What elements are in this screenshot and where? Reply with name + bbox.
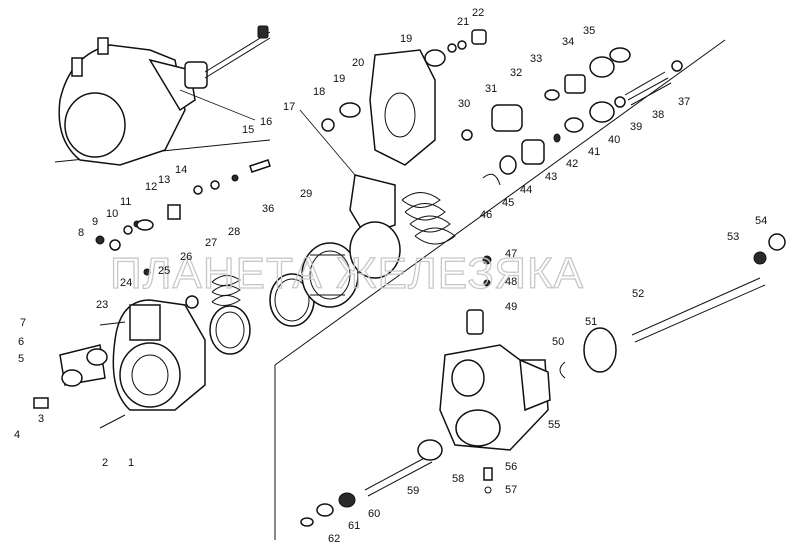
callout-48: 48 (505, 276, 517, 288)
callout-30: 30 (458, 98, 470, 110)
callout-24: 24 (120, 277, 132, 289)
callout-50: 50 (552, 336, 564, 348)
control-housing (300, 233, 786, 527)
assembled-booster (58, 25, 271, 166)
callout-49: 49 (505, 301, 517, 313)
callout-32: 32 (510, 67, 522, 79)
callout-16: 16 (260, 116, 272, 128)
callout-28: 28 (228, 226, 240, 238)
callout-27: 27 (205, 237, 217, 249)
callout-13: 13 (158, 174, 170, 186)
callout-4: 4 (14, 429, 20, 441)
callout-44: 44 (520, 184, 532, 196)
lower-housing (33, 268, 206, 429)
callout-1: 1 (128, 457, 134, 469)
callout-10: 10 (106, 208, 118, 220)
fastener-chain (95, 159, 271, 251)
callout-46: 46 (480, 209, 492, 221)
callout-17: 17 (283, 101, 295, 113)
diaphragm-assembly (299, 49, 456, 279)
callout-36: 36 (262, 203, 274, 215)
callout-6: 6 (18, 336, 24, 348)
callout-58: 58 (452, 473, 464, 485)
callout-5: 5 (18, 353, 24, 365)
callout-15: 15 (242, 124, 254, 136)
callout-26: 26 (180, 251, 192, 263)
callout-29: 29 (300, 188, 312, 200)
callout-55: 55 (548, 419, 560, 431)
callout-38: 38 (652, 109, 664, 121)
callout-19a: 19 (333, 73, 345, 85)
callout-11: 11 (120, 196, 131, 208)
callout-61: 61 (348, 520, 360, 532)
callout-35: 35 (583, 25, 595, 37)
callout-8: 8 (78, 227, 84, 239)
callout-54: 54 (755, 215, 767, 227)
callout-14: 14 (175, 164, 187, 176)
callout-23: 23 (96, 299, 108, 311)
spring-set-left (209, 273, 315, 355)
callout-52: 52 (632, 288, 644, 300)
callout-41: 41 (588, 146, 600, 158)
callout-21: 21 (457, 16, 469, 28)
watermark: ПЛАНЕТА ЖЕЛЕЗЯКА (110, 249, 584, 298)
callout-33: 33 (530, 53, 542, 65)
callout-42: 42 (566, 158, 578, 170)
callout-labels: 1 2 3 4 5 6 7 8 9 10 11 12 13 14 15 16 1… (14, 7, 767, 545)
callout-39: 39 (630, 121, 642, 133)
callout-18: 18 (313, 86, 325, 98)
callout-2: 2 (102, 457, 108, 469)
callout-62: 62 (328, 533, 340, 545)
callout-43: 43 (545, 171, 557, 183)
callout-19b: 19 (400, 33, 412, 45)
callout-57: 57 (505, 484, 517, 496)
callout-12: 12 (145, 181, 157, 193)
upper-small-parts (321, 29, 683, 186)
callout-22: 22 (472, 7, 484, 19)
callout-20: 20 (352, 57, 364, 69)
piston-cup (301, 242, 359, 308)
callout-60: 60 (368, 508, 380, 520)
callout-34: 34 (562, 36, 574, 48)
callout-51: 51 (585, 316, 597, 328)
callout-37: 37 (678, 96, 690, 108)
callout-31: 31 (485, 83, 497, 95)
callout-25: 25 (158, 265, 170, 277)
callout-45: 45 (502, 197, 514, 209)
callout-40: 40 (608, 134, 620, 146)
callout-9: 9 (92, 216, 98, 228)
callout-59: 59 (407, 485, 419, 497)
callout-56: 56 (505, 461, 517, 473)
callout-3: 3 (38, 413, 44, 425)
callout-53: 53 (727, 231, 739, 243)
callout-7: 7 (20, 317, 26, 329)
callout-47: 47 (505, 248, 517, 260)
